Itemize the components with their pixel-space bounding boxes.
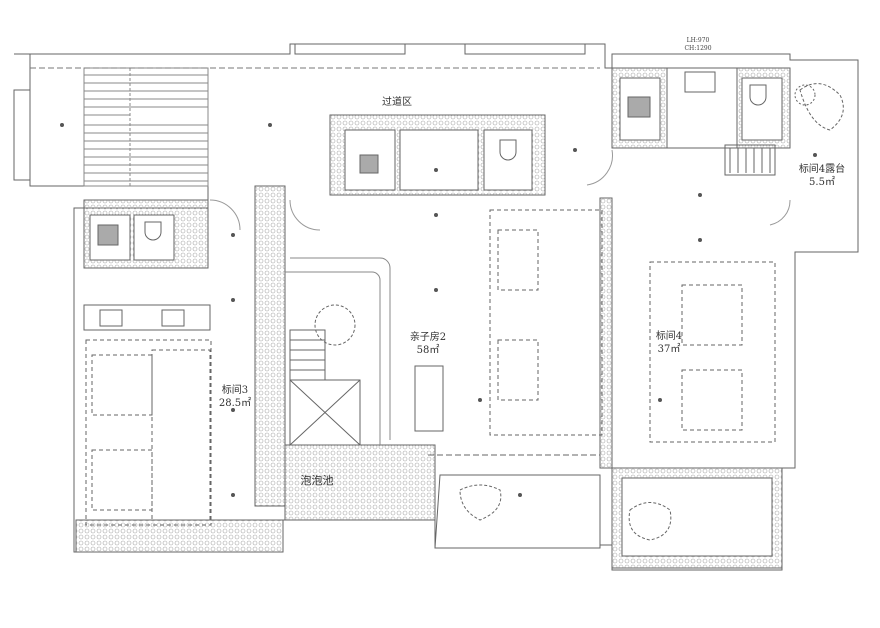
- bed-room4: [649, 261, 776, 443]
- outer-wall: [14, 43, 859, 571]
- room-name: 亲子房2: [409, 332, 447, 343]
- room-name: 标间3: [221, 385, 249, 396]
- room-area: 5.5㎡: [809, 177, 835, 188]
- room-name: 标间4露台: [798, 164, 846, 175]
- window-left: [13, 89, 31, 181]
- dimension-ch: CH:1290: [684, 45, 712, 52]
- room-label-terrace4: 标间4露台 5.5㎡: [799, 163, 845, 189]
- dimension-note: LH:970 CH:1290: [684, 37, 711, 53]
- room-label-room4: 标间4 37㎡: [656, 330, 682, 356]
- dimension-lh: LH:970: [686, 37, 710, 44]
- room-area: 28.5㎡: [218, 398, 252, 409]
- bubble-pool: [284, 444, 436, 521]
- room-label-corridor: 过道区: [382, 97, 412, 108]
- room-name: 标间4: [655, 331, 683, 342]
- bed-room3: [85, 339, 212, 526]
- bed-family: [489, 209, 603, 436]
- light-fixtures: [60, 123, 817, 497]
- room-label-room3: 标间3 28.5㎡: [219, 384, 251, 410]
- room-label-family: 亲子房2 58㎡: [410, 331, 446, 357]
- room-label-bubble-pool: 泡泡池: [300, 474, 334, 487]
- room-area: 37㎡: [657, 344, 681, 355]
- staircase: [83, 67, 209, 187]
- room-area: 58㎡: [416, 345, 440, 356]
